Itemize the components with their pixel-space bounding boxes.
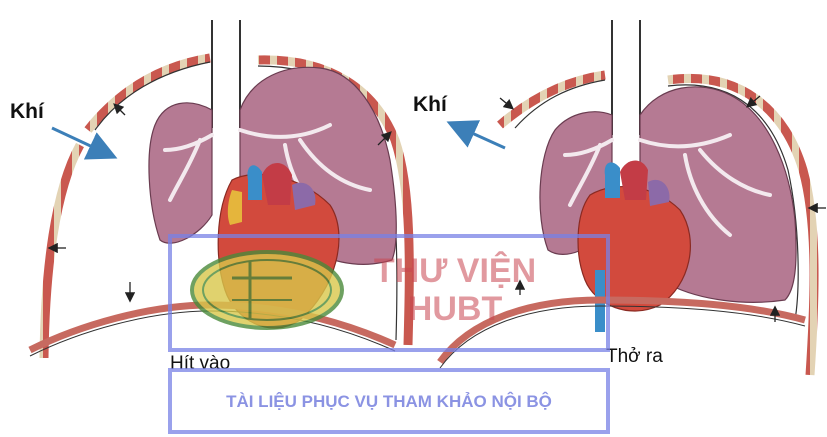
right-air-outflow-arrow bbox=[452, 124, 505, 148]
right-trachea bbox=[612, 20, 640, 135]
left-lung-small bbox=[149, 103, 212, 243]
watermark-title: THƯ VIỆN HUBT bbox=[330, 252, 580, 328]
air-label-left: Khí bbox=[10, 100, 44, 124]
exhale-caption: Thở ra bbox=[606, 346, 663, 368]
air-label-right: Khí bbox=[413, 93, 447, 117]
watermark-line1: THƯ VIỆN bbox=[330, 252, 580, 290]
watermark-note: TÀI LIỆU PHỤC VỤ THAM KHẢO NỘI BỘ bbox=[168, 392, 610, 412]
left-trachea bbox=[212, 20, 240, 128]
left-air-inflow-arrow bbox=[52, 128, 112, 156]
watermark-line2: HUBT bbox=[330, 290, 580, 328]
